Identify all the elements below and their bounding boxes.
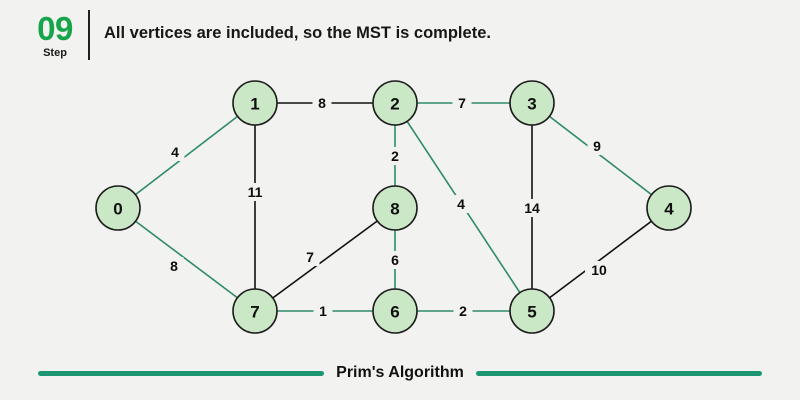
- edge-weights-layer: 4 8 8 11 7 2 4 9 14 10 2 1 6 7: [164, 94, 613, 320]
- header-divider: [88, 10, 90, 60]
- node-circle-0[interactable]: [95, 185, 141, 231]
- node-circle-7[interactable]: [232, 288, 278, 334]
- step-word-label: Step: [43, 47, 67, 59]
- footer-title: Prim's Algorithm: [336, 364, 464, 381]
- edge-weight-5-6: 2: [459, 303, 467, 319]
- edge-weight-backdrop: [385, 147, 405, 165]
- node-circle-6[interactable]: [372, 288, 418, 334]
- node-label-1: 1: [250, 95, 259, 114]
- graph-edge-0-1: [134, 115, 239, 196]
- node-label-4: 4: [664, 200, 674, 219]
- footer: Prim's Algorithm: [0, 364, 800, 382]
- graph-node-5[interactable]: 5: [509, 288, 555, 334]
- graph-edge-7-8: [272, 220, 378, 299]
- node-circle-3[interactable]: [509, 80, 555, 126]
- edge-weight-0-1: 4: [171, 144, 179, 160]
- edge-weight-backdrop: [451, 195, 471, 213]
- edge-weight-backdrop: [585, 261, 613, 279]
- node-label-8: 8: [390, 200, 399, 219]
- nodes-layer: 0 1 2 3 4 5 6 7 8: [95, 80, 692, 334]
- graph-node-4[interactable]: 4: [646, 185, 692, 231]
- edge-weight-backdrop: [300, 248, 320, 266]
- edge-weight-0-7: 8: [170, 258, 178, 274]
- graph-node-6[interactable]: 6: [372, 288, 418, 334]
- edge-weight-backdrop: [165, 143, 185, 161]
- graph-node-0[interactable]: 0: [95, 185, 141, 231]
- page-title: All vertices are included, so the MST is…: [104, 24, 491, 42]
- graph-node-2[interactable]: 2: [372, 80, 418, 126]
- edge-weight-1-2: 8: [318, 95, 326, 111]
- footer-rule-right: [475, 370, 762, 376]
- step-number: 09: [37, 10, 73, 47]
- edge-weight-backdrop: [164, 257, 184, 275]
- graph-node-3[interactable]: 3: [509, 80, 555, 126]
- edge-weight-1-7: 11: [248, 184, 263, 200]
- graph-node-8[interactable]: 8: [372, 185, 418, 231]
- graph-edge-3-4: [548, 115, 653, 196]
- node-circle-5[interactable]: [509, 288, 555, 334]
- footer-rule-left: [38, 370, 325, 376]
- edge-weight-6-7: 1: [319, 303, 327, 319]
- graph-edge-0-7: [135, 220, 238, 299]
- node-label-2: 2: [390, 95, 399, 114]
- edge-weight-backdrop: [312, 94, 332, 112]
- edge-weight-backdrop: [587, 137, 607, 155]
- edge-weight-backdrop: [452, 94, 472, 112]
- node-label-6: 6: [390, 303, 399, 322]
- node-circle-8[interactable]: [372, 185, 418, 231]
- edge-weight-backdrop: [385, 251, 405, 269]
- node-label-5: 5: [527, 303, 536, 322]
- step-indicator: 09 Step: [22, 12, 88, 59]
- edge-weight-4-5: 10: [591, 262, 607, 278]
- node-label-7: 7: [250, 303, 259, 322]
- graph-edge-4-5: [549, 220, 652, 299]
- edge-weight-3-4: 9: [593, 138, 601, 154]
- node-circle-4[interactable]: [646, 185, 692, 231]
- node-label-3: 3: [527, 95, 536, 114]
- graph-node-1[interactable]: 1: [232, 80, 278, 126]
- edge-weight-backdrop: [518, 199, 546, 217]
- node-circle-2[interactable]: [372, 80, 418, 126]
- edge-weight-3-5: 14: [524, 200, 540, 216]
- node-label-0: 0: [113, 200, 122, 219]
- graph-node-7[interactable]: 7: [232, 288, 278, 334]
- edge-weight-7-8: 7: [306, 249, 314, 265]
- edge-weight-2-3: 7: [458, 95, 466, 111]
- edge-weight-2-8: 2: [391, 148, 399, 164]
- edge-weight-backdrop: [453, 302, 473, 320]
- header: 09 Step All vertices are included, so th…: [0, 0, 800, 68]
- edge-weight-backdrop: [313, 302, 333, 320]
- edge-weight-2-5: 4: [457, 196, 465, 212]
- edge-weight-6-8: 6: [391, 252, 399, 268]
- node-circle-1[interactable]: [232, 80, 278, 126]
- edge-weight-backdrop: [241, 183, 269, 201]
